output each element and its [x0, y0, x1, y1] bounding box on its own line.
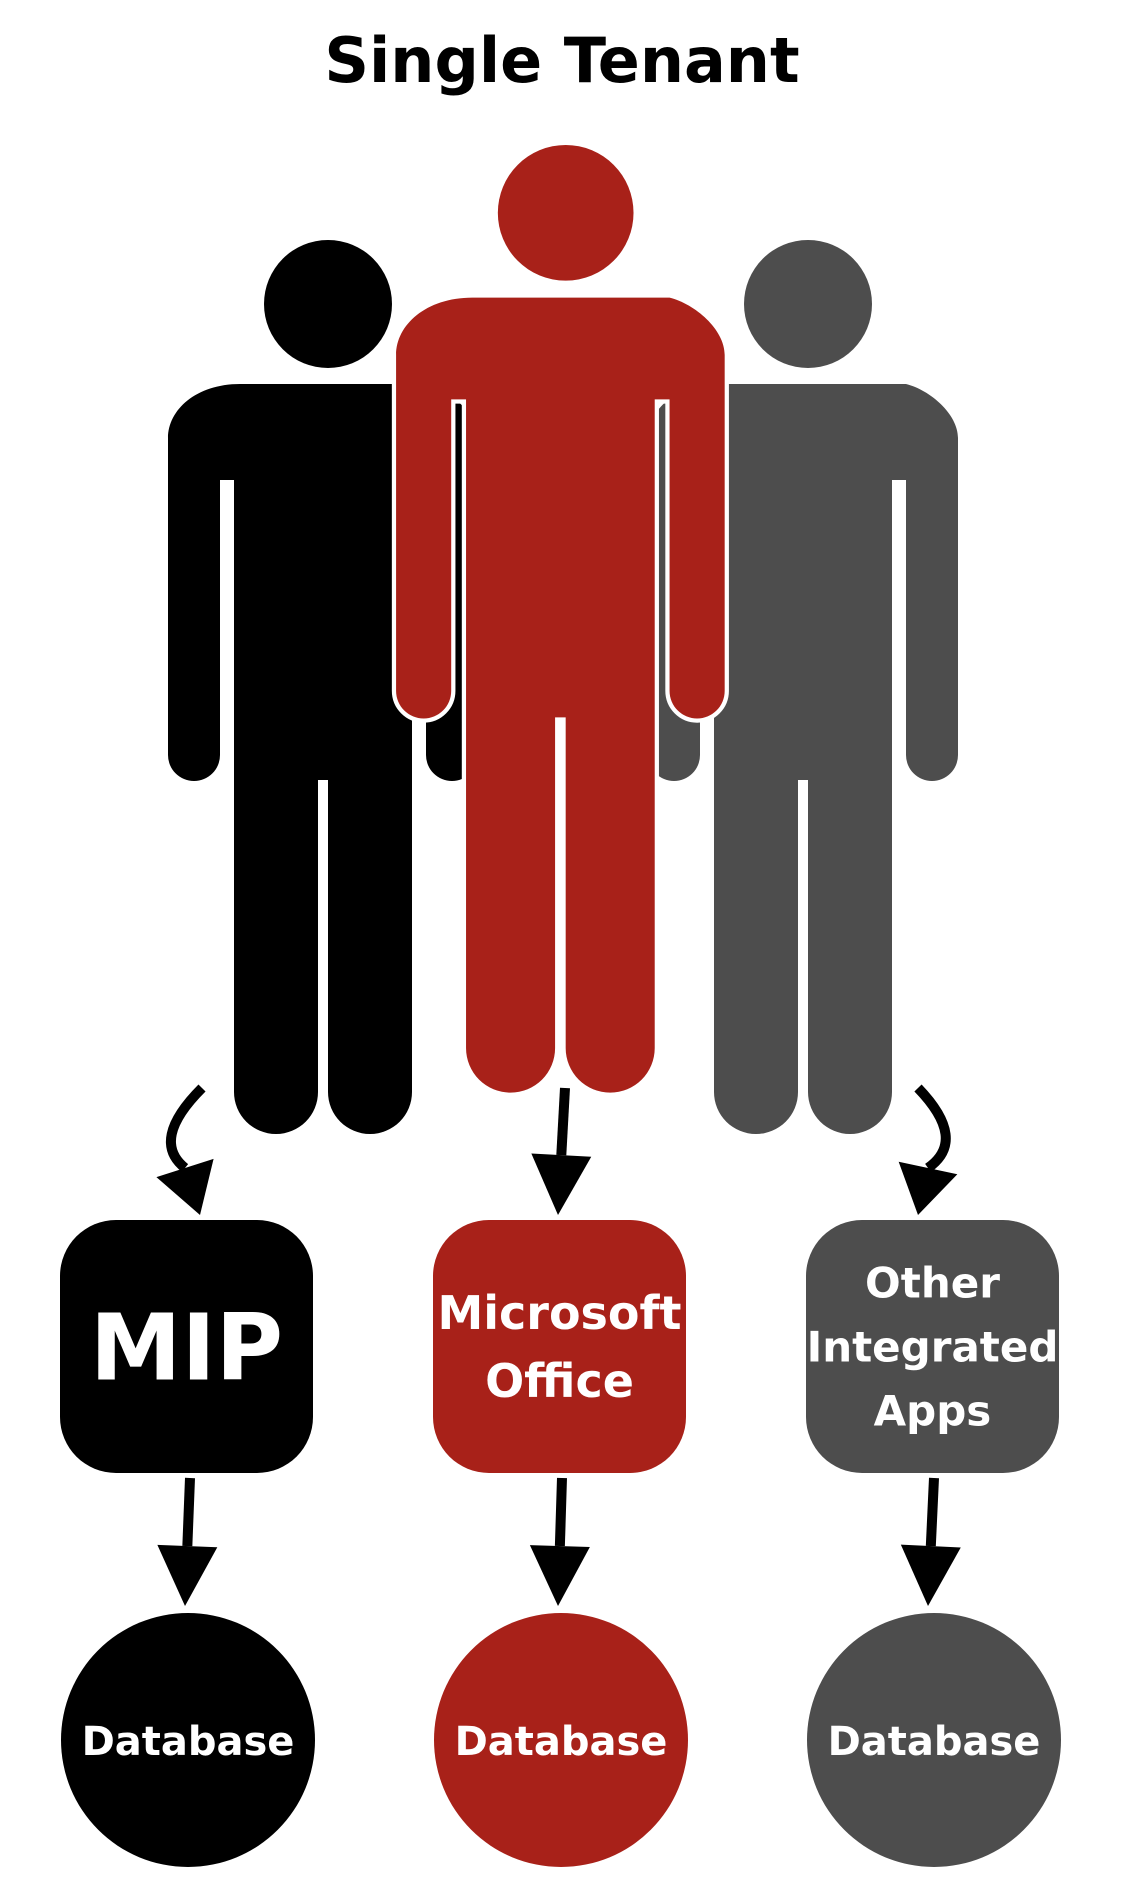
- arrow-app-to-db-2: [529, 1477, 590, 1606]
- arrow-person-to-app-1: [156, 1084, 214, 1215]
- arrow-person-to-app-3: [898, 1084, 958, 1215]
- app-box-1: MIP: [60, 1220, 313, 1473]
- app-label-2-line-2: Office: [485, 1354, 634, 1408]
- database-label-2: Database: [455, 1719, 668, 1765]
- app-label-3-line-3: Apps: [874, 1387, 992, 1436]
- arrow-person-to-app-2: [531, 1087, 592, 1215]
- databases-group: Database Database Database: [61, 1613, 1061, 1867]
- people-group: [168, 145, 958, 1134]
- arrows-group: [156, 1084, 961, 1606]
- app-label-3-line-1: Other: [865, 1259, 1000, 1308]
- arrow-app-to-db-1: [157, 1477, 218, 1606]
- database-3: Database: [807, 1613, 1061, 1867]
- diagram-title: Single Tenant: [324, 24, 799, 97]
- database-icon: [807, 1613, 1061, 1867]
- database-label-3: Database: [828, 1719, 1041, 1765]
- database-2: Database: [434, 1613, 688, 1867]
- arrow-app-to-db-3: [900, 1477, 961, 1606]
- app-label-3-line-2: Integrated: [807, 1323, 1059, 1372]
- app-label-2-line-1: Microsoft: [437, 1286, 681, 1340]
- database-1: Database: [61, 1613, 315, 1867]
- database-label-1: Database: [82, 1719, 295, 1765]
- person-red-icon: [396, 145, 725, 1093]
- person-red: [396, 145, 725, 1093]
- app-label-1-line-1: MIP: [90, 1295, 283, 1402]
- database-icon: [434, 1613, 688, 1867]
- database-icon: [61, 1613, 315, 1867]
